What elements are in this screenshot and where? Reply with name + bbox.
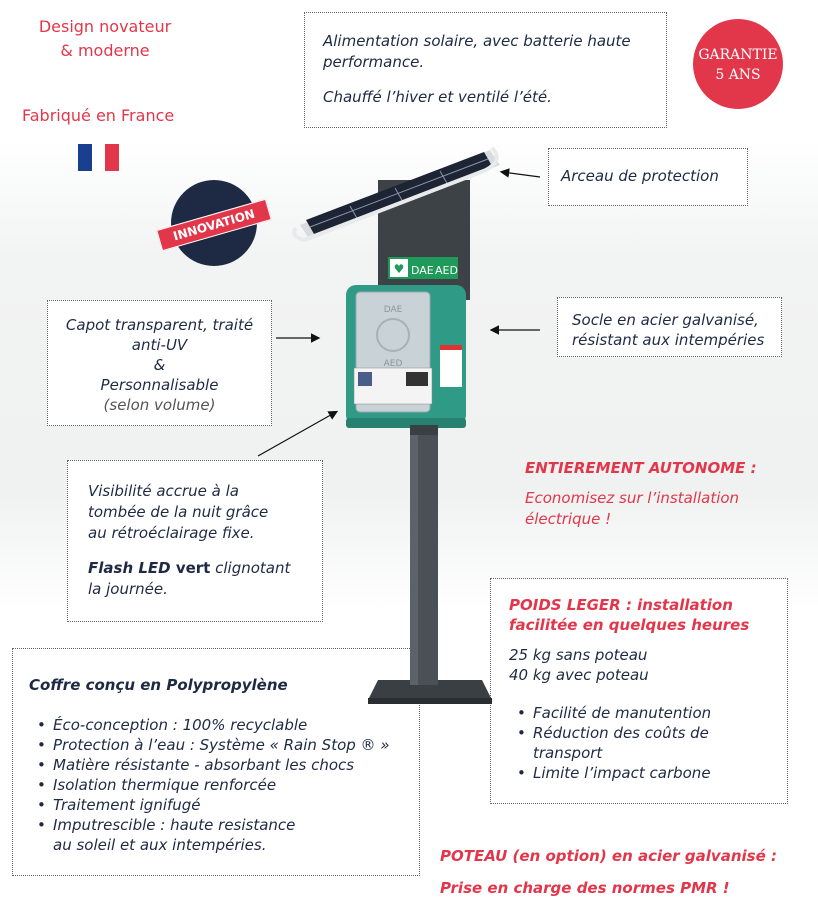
warning-sticker bbox=[440, 345, 462, 387]
poteau-line2: Prise en charge des normes PMR ! bbox=[440, 879, 730, 897]
french-flag-icon bbox=[78, 144, 120, 171]
solar-grid-line bbox=[394, 187, 404, 203]
guarantee-badge: GARANTIE 5 ANS bbox=[693, 19, 783, 109]
poids-list: Facilité de manutention Réduction des co… bbox=[517, 703, 787, 783]
list-item: Matière résistante - absorbant les chocs bbox=[37, 755, 419, 775]
cabinet-aed-text: AED bbox=[384, 359, 403, 369]
poids-title2: facilitée en quelques heures bbox=[509, 616, 750, 634]
cabinet-bottom bbox=[346, 418, 466, 428]
protection-arc bbox=[292, 146, 499, 243]
design-line2: & moderne bbox=[60, 41, 150, 60]
coffre-list: Éco-conception : 100% recyclable Protect… bbox=[37, 715, 419, 855]
warning-sticker-header bbox=[440, 345, 462, 350]
solar-power-box: Alimentation solaire, avec batterie haut… bbox=[304, 12, 667, 128]
arceau-label: Arceau de protection bbox=[561, 167, 719, 185]
autonome-title: ENTIEREMENT AUTONOME : bbox=[525, 459, 757, 477]
base-plate-edge bbox=[368, 698, 492, 704]
poids-title1: POIDS LEGER : installation bbox=[509, 596, 733, 614]
made-in-france-text: Fabriqué en France bbox=[22, 106, 175, 125]
socle-line1: Socle en acier galvanisé, bbox=[572, 311, 759, 329]
list-item: Réduction des coûts de bbox=[517, 723, 787, 743]
arceau-box: Arceau de protection bbox=[548, 148, 748, 206]
flash-rest: clignotant bbox=[210, 559, 291, 577]
cabinet-dae-text: DAE bbox=[384, 305, 403, 315]
label-image-icon bbox=[406, 372, 428, 386]
autonome-block: ENTIEREMENT AUTONOME : Economisez sur l’… bbox=[525, 458, 805, 530]
flash-line: Flash LED vert clignotant bbox=[88, 558, 322, 579]
design-text: Design novateur & moderne bbox=[30, 15, 180, 63]
pole-bracket bbox=[410, 425, 438, 435]
poteau-block: POTEAU (en option) en acier galvanisé : … bbox=[440, 846, 777, 898]
capot-line3: & bbox=[153, 356, 166, 374]
base-plate bbox=[368, 680, 492, 700]
solar-line2: performance. bbox=[323, 53, 425, 71]
heart-logo-icon bbox=[376, 318, 410, 352]
list-item: Traitement ignifugé bbox=[37, 795, 419, 815]
sign-aed-text: AED bbox=[435, 264, 458, 277]
visibility-line3: au rétroéclairage fixe. bbox=[88, 524, 255, 542]
capot-line1: Capot transparent, traité bbox=[65, 316, 254, 334]
capot-line2: anti-UV bbox=[131, 336, 188, 354]
sign-dae-text: DAE bbox=[411, 264, 434, 277]
innovation-badge: INNOVATION bbox=[156, 180, 272, 274]
flash-vert: vert bbox=[170, 559, 211, 577]
list-item-continuation: au soleil et aux intempéries. bbox=[37, 835, 419, 855]
design-line1: Design novateur bbox=[38, 17, 172, 36]
autonome-line2: électrique ! bbox=[525, 510, 612, 528]
pole-highlight bbox=[410, 430, 418, 685]
coffre-title: Coffre conçu en Polypropylène bbox=[29, 676, 288, 694]
list-item: Limite l’impact carbone bbox=[517, 763, 787, 783]
list-item: Protection à l’eau : Système « Rain Stop… bbox=[37, 735, 419, 755]
heating-line: Chauffé l’hiver et ventilé l’été. bbox=[323, 88, 552, 106]
list-item-continuation: transport bbox=[517, 743, 787, 763]
capot-line5: (selon volume) bbox=[103, 396, 216, 414]
heart-icon-bg bbox=[390, 259, 408, 277]
socle-box: Socle en acier galvanisé, résistant aux … bbox=[557, 297, 782, 357]
flash-line2: la journée. bbox=[88, 580, 168, 598]
capot-box: Capot transparent, traité anti-UV & Pers… bbox=[47, 300, 272, 426]
visibility-line1: Visibilité accrue à la bbox=[88, 482, 239, 500]
solar-line1: Alimentation solaire, avec batterie haut… bbox=[323, 32, 631, 50]
poids-box: POIDS LEGER : installation facilitée en … bbox=[490, 578, 788, 804]
guarantee-line2: 5 ANS bbox=[715, 67, 761, 83]
list-item: Éco-conception : 100% recyclable bbox=[37, 715, 419, 735]
flash-led-bold: Flash LED bbox=[88, 559, 171, 577]
visibility-box: Visibilité accrue à la tombée de la nuit… bbox=[67, 460, 323, 622]
poids-weight2: 40 kg avec poteau bbox=[509, 666, 649, 684]
visibility-line2: tombée de la nuit grâce bbox=[88, 503, 269, 521]
guarantee-line1: GARANTIE bbox=[698, 47, 778, 63]
socle-line2: résistant aux intempéries bbox=[572, 331, 765, 349]
poids-weight1: 25 kg sans poteau bbox=[509, 646, 648, 664]
list-item: Facilité de manutention bbox=[517, 703, 787, 723]
autonome-line1: Economisez sur l’installation bbox=[525, 489, 740, 507]
aed-cabinet-illustration: ♥ DAE AED DAE AED bbox=[292, 146, 500, 704]
label-logo-icon bbox=[358, 372, 372, 386]
solar-grid-line bbox=[439, 170, 449, 186]
list-item-continuation-text: transport bbox=[533, 744, 603, 762]
list-item: Isolation thermique renforcée bbox=[37, 775, 419, 795]
capot-line4: Personnalisable bbox=[100, 376, 219, 394]
solar-grid-line bbox=[309, 158, 489, 228]
heart-icon: ♥ bbox=[394, 262, 405, 276]
list-item-continuation-text: au soleil et aux intempéries. bbox=[53, 836, 267, 854]
coffre-box: Coffre conçu en Polypropylène Éco-concep… bbox=[12, 648, 420, 876]
poteau-line1: POTEAU (en option) en acier galvanisé : bbox=[440, 847, 777, 865]
list-item: Imputrescible : haute resistance bbox=[37, 815, 419, 835]
